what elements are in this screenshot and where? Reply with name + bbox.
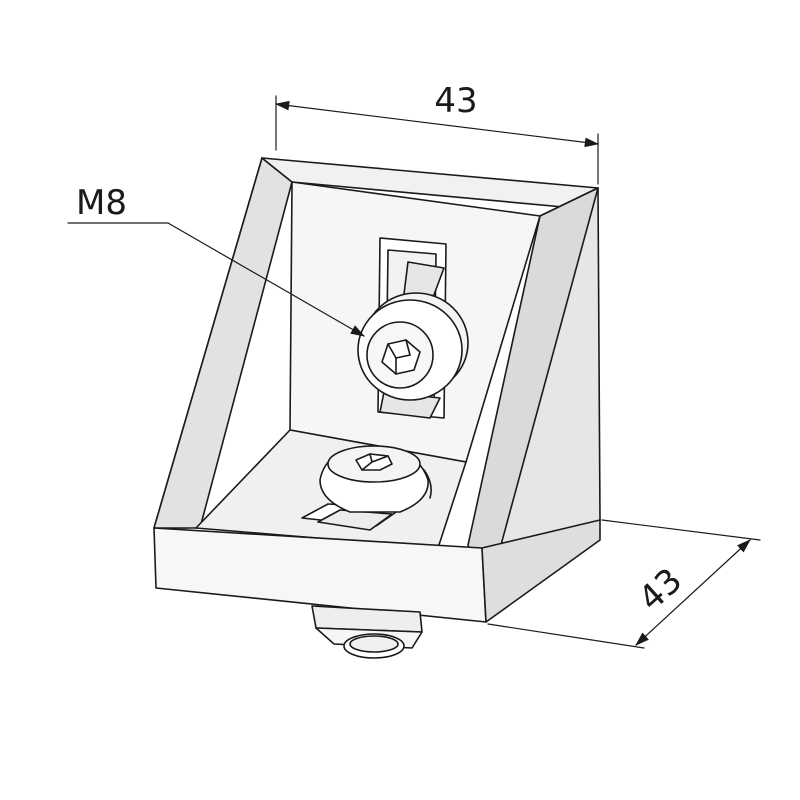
extension-line-lower (487, 623, 645, 649)
dimension-line-width (274, 100, 600, 148)
upper-bolt (357, 292, 469, 401)
t-nut (311, 605, 423, 659)
dimension-depth (487, 519, 761, 649)
extension-line-upper (601, 519, 761, 541)
thread-callout-label: M8 (76, 183, 127, 223)
base-side (481, 519, 601, 623)
thread-leader (67, 222, 366, 337)
dimension-line-depth (635, 539, 751, 646)
bracket-body (153, 157, 601, 623)
lower-bolt (319, 445, 432, 513)
dimension-width (274, 95, 600, 185)
dimension-depth-label: 43 (631, 560, 690, 619)
dimension-width-label: 43 (434, 81, 477, 121)
